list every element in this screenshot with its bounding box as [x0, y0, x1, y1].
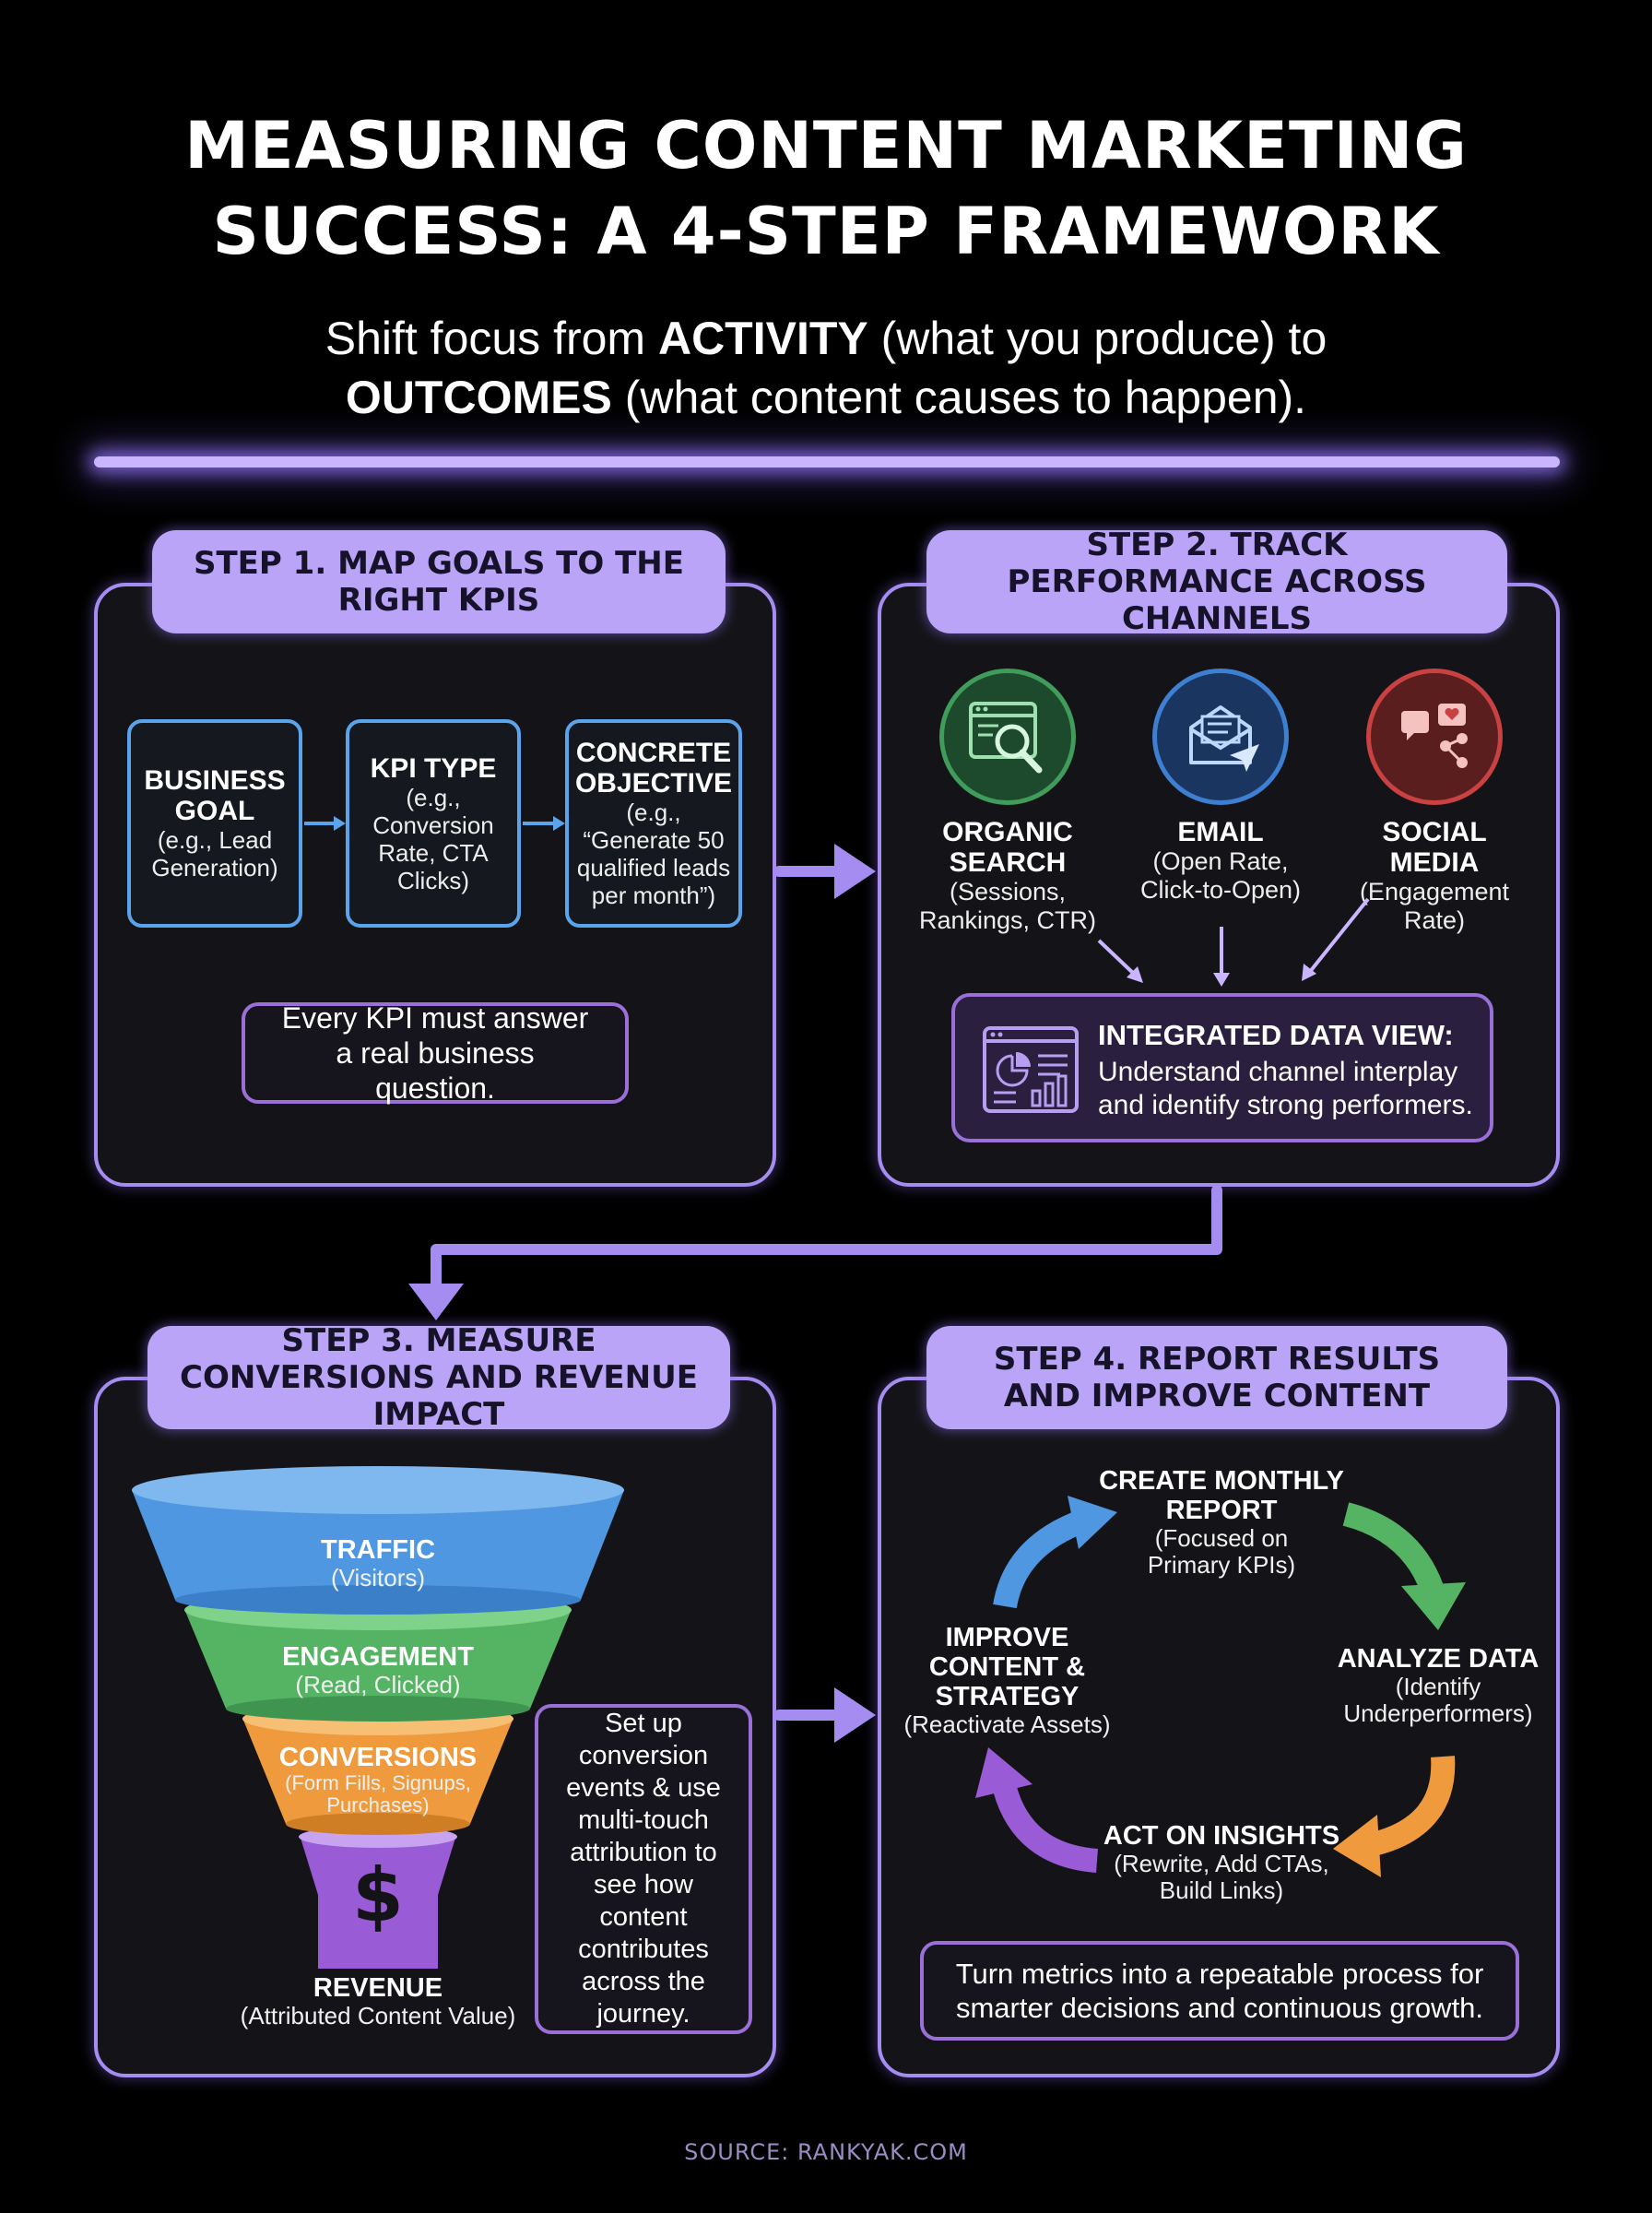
cycle-arrow-green — [1342, 1502, 1444, 1592]
social-media-circle — [1366, 669, 1503, 805]
page-subtitle: Shift focus from ACTIVITY (what you prod… — [0, 309, 1652, 427]
analyze-data-heading: ANALYZE DATA — [1337, 1644, 1540, 1674]
social-media-detail: (Engagement Rate) — [1359, 878, 1510, 934]
social-media-label: SOCIAL MEDIA (Engagement Rate) — [1337, 817, 1532, 935]
step4-title: STEP 4. REPORT RESULTS AND IMPROVE CONTE… — [926, 1326, 1507, 1429]
concrete-objective-heading: CONCRETE OBJECTIVE — [574, 738, 733, 799]
email-send-icon — [1189, 705, 1259, 772]
funnel-conversions-text: CONVERSIONS (Form Fills, Signups, Purcha… — [277, 1743, 479, 1817]
kpi-type-box: KPI TYPE (e.g., Conversion Rate, CTA Cli… — [346, 719, 521, 928]
email-circle — [1152, 669, 1289, 805]
kpi-type-detail: (e.g., Conversion Rate, CTA Clicks) — [372, 783, 494, 894]
subtitle-bold-outcomes: OUTCOMES — [345, 372, 612, 423]
glowing-divider — [94, 456, 1560, 467]
title-line-2: SUCCESS: A 4-STEP FRAMEWORK — [212, 194, 1440, 269]
subtitle-bold-activity: ACTIVITY — [657, 313, 868, 364]
social-share-icon — [1401, 704, 1468, 768]
subtitle-text-3: (what content causes to happen). — [611, 372, 1307, 423]
funnel-traffic-top — [132, 1466, 624, 1514]
subtitle-text-2: (what you produce) to — [867, 313, 1328, 364]
funnel-traffic-text: TRAFFIC (Visitors) — [240, 1535, 516, 1592]
page-title: MEASURING CONTENT MARKETING SUCCESS: A 4… — [0, 103, 1652, 275]
email-heading: EMAIL — [1177, 817, 1264, 847]
funnel-traffic-layer — [132, 1490, 624, 1600]
step2-title: STEP 2. TRACK PERFORMANCE ACROSS CHANNEL… — [926, 527, 1507, 637]
social-media-heading: SOCIAL MEDIA — [1382, 817, 1487, 878]
analyze-data-detail: (Identify Underperformers) — [1343, 1673, 1533, 1727]
email-label: EMAIL (Open Rate, Click-to-Open) — [1128, 817, 1313, 905]
organic-search-label: ORGANIC SEARCH (Sessions, Rankings, CTR) — [906, 817, 1109, 935]
business-goal-box: BUSINESS GOAL (e.g., Lead Generation) — [127, 719, 302, 928]
cycle-create-report: CREATE MONTHLY REPORT (Focused on Primar… — [1092, 1466, 1351, 1579]
step4-note: Turn metrics into a repeatable process f… — [920, 1941, 1519, 2041]
engagement-heading: ENGAGEMENT — [282, 1642, 474, 1672]
conversions-detail: (Form Fills, Signups, Purchases) — [285, 1771, 471, 1817]
step1-note: Every KPI must answer a real business qu… — [242, 1001, 629, 1105]
email-detail: (Open Rate, Click-to-Open) — [1139, 847, 1302, 904]
title-line-1: MEASURING CONTENT MARKETING — [184, 108, 1468, 183]
step3-note: Set up conversion events & use multi-tou… — [535, 1704, 752, 2034]
integrated-detail: Understand channel interplay and identif… — [1098, 1057, 1473, 1120]
integrated-data-view: INTEGRATED DATA VIEW: Understand channel… — [951, 993, 1493, 1142]
arrow-step2-to-step3 — [431, 1185, 1222, 1292]
concrete-objective-box: CONCRETE OBJECTIVE (e.g., “Generate 50 q… — [565, 719, 742, 928]
create-report-heading: CREATE MONTHLY REPORT — [1099, 1466, 1344, 1525]
revenue-detail: (Attributed Content Value) — [240, 2002, 516, 2030]
organic-search-detail: (Sessions, Rankings, CTR) — [918, 878, 1097, 934]
improve-content-heading: IMPROVE CONTENT & STRATEGY — [928, 1623, 1086, 1711]
traffic-heading: TRAFFIC — [320, 1535, 436, 1565]
cycle-analyze-data: ANALYZE DATA (Identify Underperformers) — [1328, 1644, 1549, 1727]
subtitle-text-1: Shift focus from — [324, 313, 658, 364]
concrete-objective-detail: (e.g., “Generate 50 qualified leads per … — [576, 799, 731, 909]
dollar-icon: $ — [352, 1852, 404, 1938]
funnel-revenue-text: REVENUE (Attributed Content Value) — [212, 1973, 544, 2030]
organic-search-heading: ORGANIC SEARCH — [942, 817, 1073, 878]
dashboard-chart-icon — [983, 1026, 1079, 1113]
funnel-engagement-text: ENGAGEMENT (Read, Clicked) — [240, 1642, 516, 1698]
funnel-revenue-layer — [300, 1835, 456, 1969]
integrated-heading: INTEGRATED DATA VIEW: — [1098, 1019, 1454, 1051]
act-insights-heading: ACT ON INSIGHTS — [1103, 1821, 1340, 1851]
cycle-arrow-orange — [1370, 1756, 1456, 1856]
kpi-type-heading: KPI TYPE — [370, 752, 497, 784]
business-goal-heading: BUSINESS GOAL — [144, 765, 286, 826]
source-credit: SOURCE: RANKYAK.COM — [684, 2139, 968, 2165]
act-insights-detail: (Rewrite, Add CTAs, Build Links) — [1114, 1850, 1329, 1904]
cycle-arrow-purple — [993, 1785, 1099, 1873]
traffic-detail: (Visitors) — [330, 1564, 426, 1592]
funnel-conversions-layer — [242, 1718, 513, 1824]
search-browser-icon — [969, 702, 1043, 774]
cycle-act-on-insights: ACT ON INSIGHTS (Rewrite, Add CTAs, Buil… — [1097, 1821, 1346, 1904]
create-report-detail: (Focused on Primary KPIs) — [1147, 1524, 1296, 1579]
engagement-detail: (Read, Clicked) — [295, 1671, 461, 1698]
revenue-heading: REVENUE — [313, 1973, 443, 2003]
cycle-improve-content: IMPROVE CONTENT & STRATEGY (Reactivate A… — [899, 1623, 1115, 1738]
conversions-heading: CONVERSIONS — [278, 1743, 478, 1772]
step3-title: STEP 3. MEASURE CONVERSIONS AND REVENUE … — [148, 1322, 730, 1433]
cycle-arrow-blue — [993, 1511, 1082, 1609]
organic-search-circle — [939, 669, 1076, 805]
business-goal-detail: (e.g., Lead Generation) — [151, 826, 278, 882]
funnel-engagement-layer — [184, 1609, 572, 1709]
step1-title: STEP 1. MAP GOALS TO THE RIGHT KPIS — [152, 530, 726, 633]
improve-content-detail: (Reactivate Assets) — [903, 1710, 1111, 1738]
